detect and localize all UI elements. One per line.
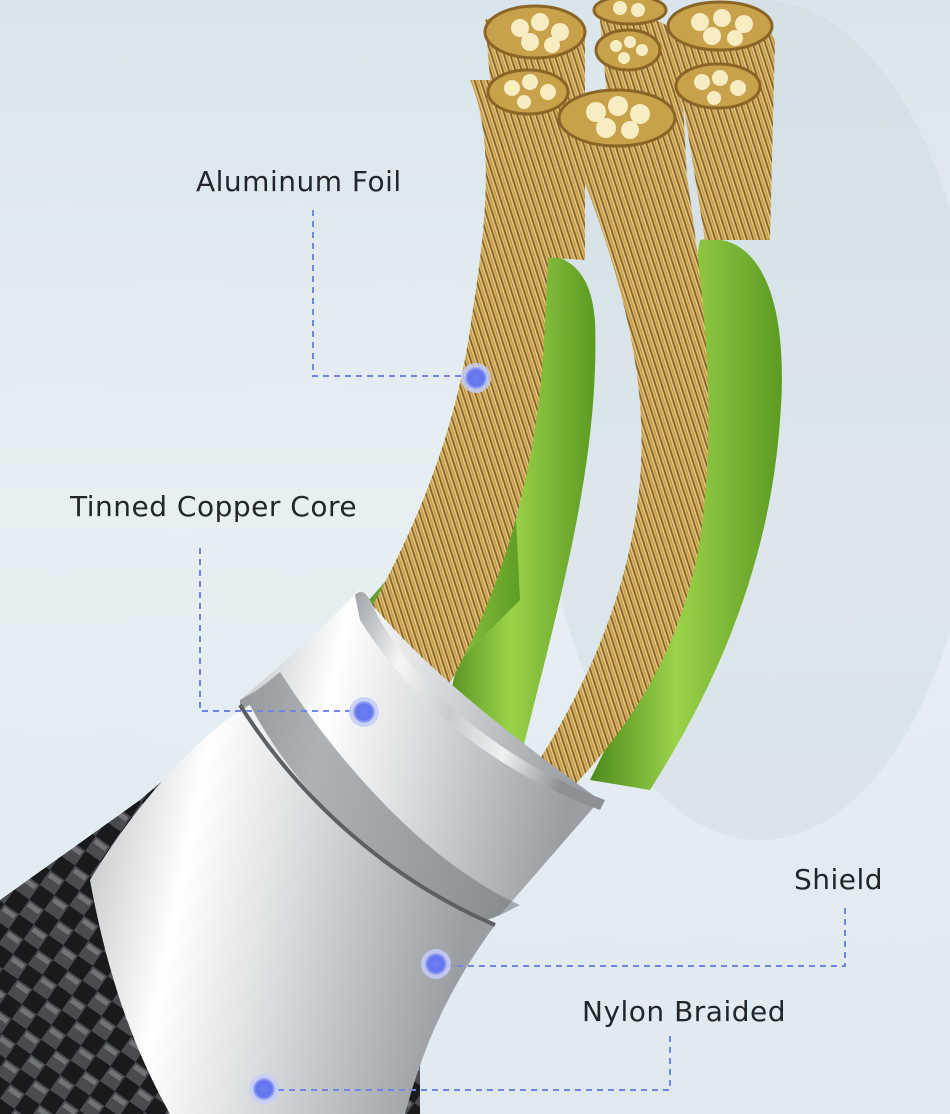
- label-nylon-braided: Nylon Braided: [582, 995, 787, 1028]
- label-aluminum-foil: Aluminum Foil: [196, 165, 402, 198]
- callout-markers: [249, 363, 491, 1104]
- copper-bundle-mid: [690, 76, 765, 240]
- leader-line-foil: [312, 210, 476, 377]
- callout-dot-icon: [253, 1078, 275, 1100]
- strand-end-filaments: [504, 1, 753, 139]
- callout-dot-icon: [425, 953, 447, 975]
- metal-collar: [90, 705, 495, 1114]
- leader-line-nylon: [265, 1036, 671, 1091]
- leader-lines: [199, 210, 846, 1091]
- label-shield: Shield: [794, 863, 884, 896]
- callout-dot-icon: [465, 367, 487, 389]
- green-wire-right: [590, 239, 782, 790]
- metal-collar-edge: [238, 703, 496, 927]
- leader-line-shield: [436, 908, 846, 967]
- copper-bundle-front: [520, 109, 709, 801]
- callout-dot-icon: [353, 701, 375, 723]
- label-tinned-copper-core: Tinned Copper Core: [70, 490, 358, 523]
- shield-sleeve-ring: [240, 672, 520, 926]
